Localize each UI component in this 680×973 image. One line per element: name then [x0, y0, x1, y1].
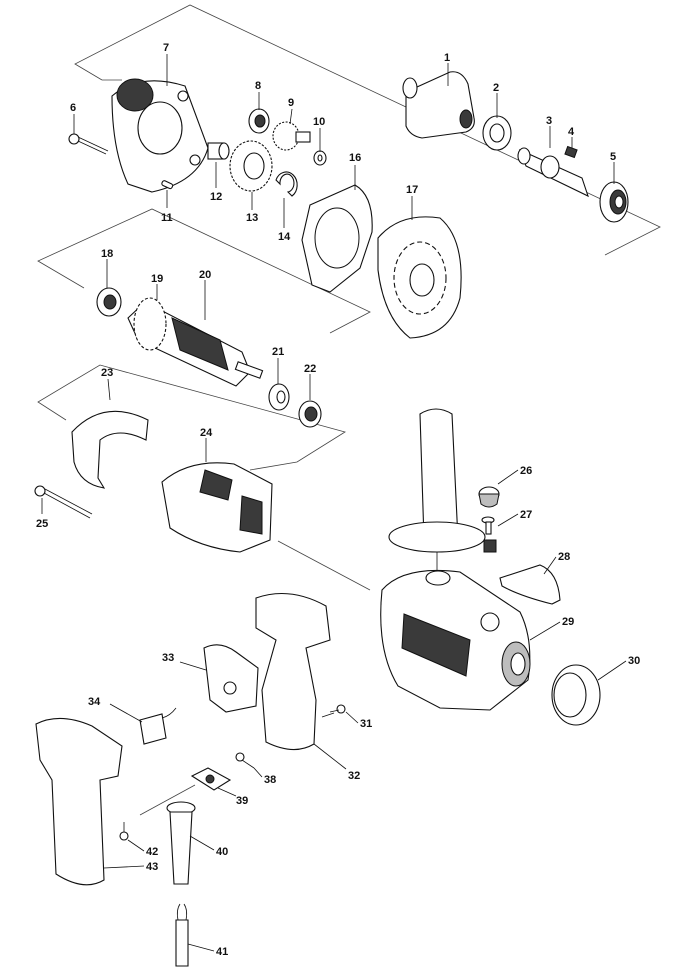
callout-14: 14	[278, 231, 291, 243]
part-13-gear	[229, 140, 273, 192]
part-32-handle-half	[255, 593, 331, 751]
callout-24: 24	[200, 427, 213, 439]
callout-4: 4	[568, 126, 575, 138]
part-26-knob	[478, 486, 500, 508]
callout-41: 41	[216, 946, 228, 958]
callout-31: 31	[360, 718, 372, 730]
callout-1: 1	[444, 52, 450, 64]
part-25-screw	[34, 485, 93, 519]
callout-16: 16	[349, 152, 361, 164]
callout-12: 12	[210, 191, 222, 203]
callout-3: 3	[546, 115, 552, 127]
part-1-sleeve	[402, 71, 475, 139]
callout-17: 17	[406, 184, 418, 196]
part-28-nameplate	[499, 564, 561, 605]
callout-30: 30	[628, 655, 640, 667]
callout-19: 19	[151, 273, 163, 285]
callout-26: 26	[520, 465, 532, 477]
callout-11: 11	[161, 212, 173, 224]
part-4-key	[564, 145, 578, 159]
callout-20: 20	[199, 269, 211, 281]
group-frame-top	[74, 4, 661, 256]
callout-39: 39	[236, 795, 248, 807]
part-9-pinion	[272, 121, 311, 151]
part-22-bearing	[298, 400, 322, 428]
callout-6: 6	[70, 102, 76, 114]
callout-29: 29	[562, 616, 574, 628]
part-29-motor-housing	[380, 569, 531, 711]
part-3-spindle	[517, 147, 589, 198]
group-frame-link-bottom	[139, 784, 196, 816]
callout-38: 38	[264, 774, 276, 786]
callout-33: 33	[162, 652, 174, 664]
leader-lines	[41, 54, 627, 952]
part-14-retaining-ring	[275, 171, 298, 197]
part-23-air-guide	[71, 410, 149, 489]
part-11-pin	[161, 180, 174, 190]
part-8-bearing	[248, 108, 270, 134]
callout-23: 23	[101, 367, 113, 379]
part-16-gasket-inner	[314, 207, 360, 269]
callout-28: 28	[558, 551, 570, 563]
part-42-screw	[119, 822, 129, 841]
callout-22: 22	[304, 363, 316, 375]
part-7-gear-housing	[111, 78, 209, 193]
part-38-screw	[235, 752, 255, 769]
callout-9: 9	[288, 97, 294, 109]
part-16-gasket	[301, 184, 373, 293]
part-39-strain-relief	[190, 767, 232, 791]
group-frame-mid	[37, 208, 371, 334]
part-10-washer	[313, 150, 327, 166]
callout-7: 7	[163, 42, 169, 54]
part-33-switch	[203, 644, 259, 713]
part-18-bearing	[96, 287, 122, 317]
callout-13: 13	[246, 212, 258, 224]
part-30-cap	[551, 664, 601, 726]
part-41-cord	[175, 903, 189, 967]
callout-32: 32	[348, 770, 360, 782]
callout-10: 10	[313, 116, 325, 128]
part-2-ring	[482, 115, 512, 151]
callout-40: 40	[216, 846, 228, 858]
callout-34: 34	[88, 696, 101, 708]
part-31-screw	[321, 704, 346, 718]
group-frame-link-housing	[277, 540, 371, 591]
callout-42: 42	[146, 846, 158, 858]
callout-21: 21	[272, 346, 284, 358]
part-17-baffle	[377, 216, 462, 339]
part-5-bearing	[599, 181, 629, 223]
part-40-cord-guard	[166, 801, 196, 885]
part-34-suppressor	[139, 707, 177, 745]
callout-25: 25	[36, 518, 48, 530]
part-12-bushing	[207, 142, 230, 160]
side-handle	[388, 408, 486, 575]
callout-43: 43	[146, 861, 158, 873]
part-43-handle-set	[35, 717, 123, 886]
part-21-insulator	[268, 383, 290, 411]
part-24-field	[161, 462, 273, 553]
callout-5: 5	[610, 151, 616, 163]
part-6-screw	[68, 133, 109, 155]
callout-2: 2	[493, 82, 499, 94]
callout-18: 18	[101, 248, 113, 260]
callout-27: 27	[520, 509, 532, 521]
callout-8: 8	[255, 80, 261, 92]
part-20-armature	[127, 297, 264, 387]
group-frame-motor	[37, 364, 346, 471]
part-27-screw	[481, 516, 497, 553]
